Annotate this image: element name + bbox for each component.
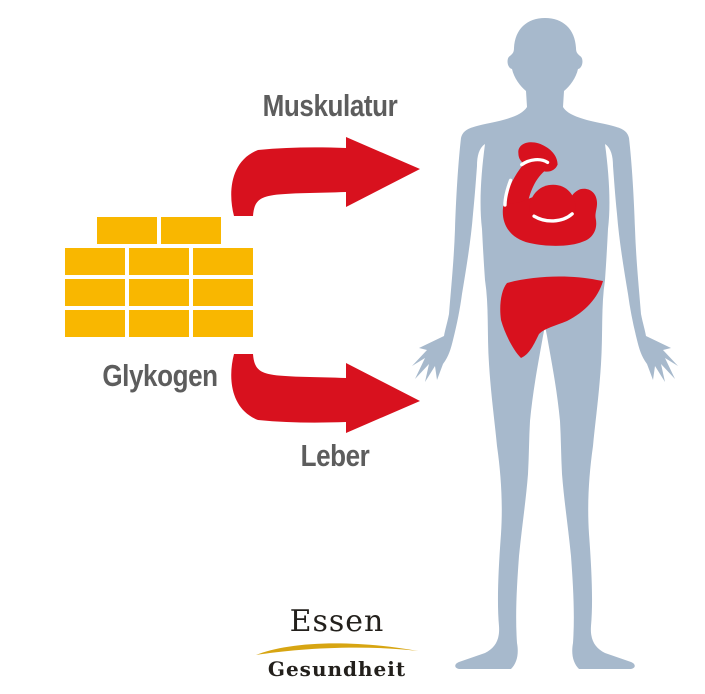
- brick-row: [65, 310, 253, 337]
- liver-label: Leber: [300, 438, 370, 473]
- logo-swoosh-icon: [255, 643, 418, 655]
- bicep-muscle-icon: [502, 142, 598, 246]
- logo-gesundheit-text: Gesundheit: [267, 657, 407, 681]
- logo-essen-text: Essen: [289, 604, 385, 639]
- liver-icon: [500, 276, 603, 358]
- glycogen-brick: [129, 279, 189, 306]
- brick-row: [65, 217, 253, 244]
- glycogen-brick: [161, 217, 221, 244]
- brick-row: [65, 279, 253, 306]
- glycogen-brick: [193, 248, 253, 275]
- brick-row: [65, 248, 253, 275]
- glycogen-brick: [65, 310, 125, 337]
- glycogen-bricks: [65, 217, 253, 341]
- glycogen-brick: [129, 248, 189, 275]
- logo: Essen Gesundheit: [237, 606, 437, 679]
- arrow-to-muscle-icon: [231, 137, 420, 216]
- glycogen-brick: [193, 279, 253, 306]
- glycogen-label: Glykogen: [102, 358, 218, 393]
- glycogen-brick: [65, 279, 125, 306]
- muscle-label: Muskulatur: [262, 88, 398, 123]
- arrow-to-liver-icon: [231, 354, 420, 433]
- glycogen-brick: [97, 217, 157, 244]
- glycogen-brick: [129, 310, 189, 337]
- glycogen-brick: [65, 248, 125, 275]
- glycogen-brick: [193, 310, 253, 337]
